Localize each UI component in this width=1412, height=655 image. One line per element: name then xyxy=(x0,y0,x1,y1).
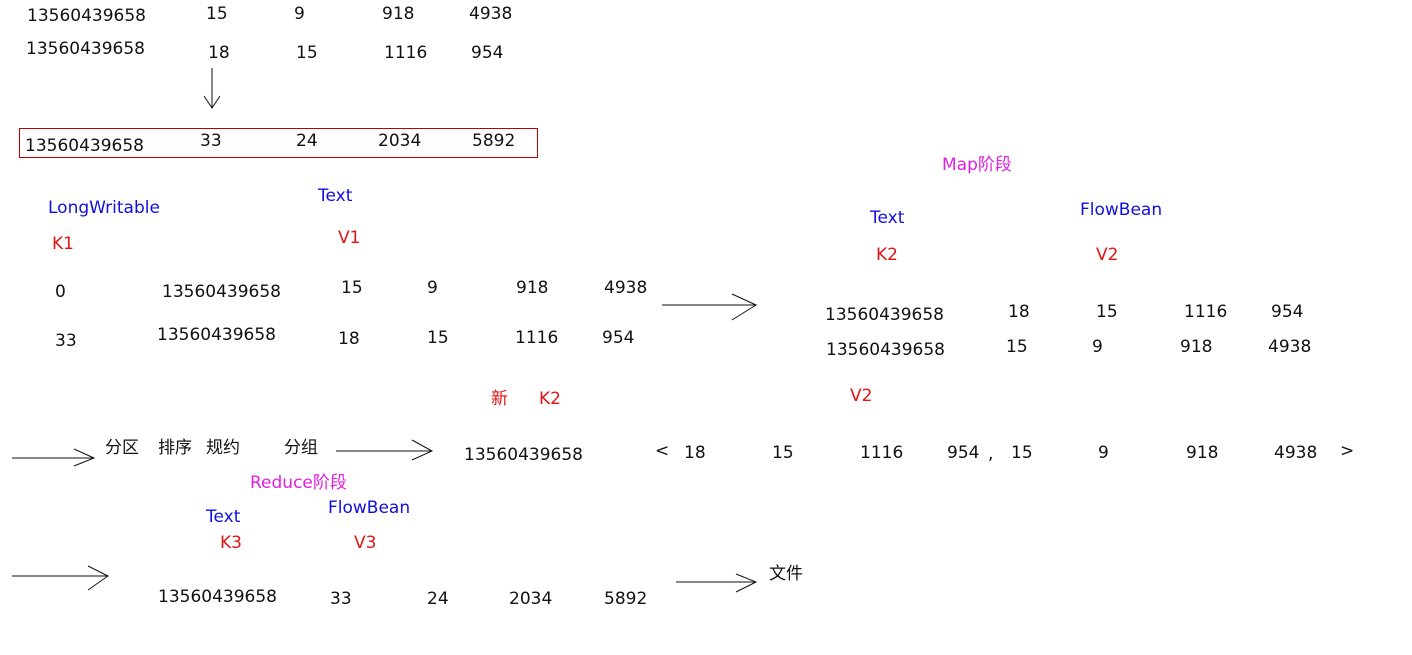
map-in-row2-phone: 13560439658 xyxy=(157,325,276,345)
sum-row-v3: 2034 xyxy=(378,131,422,151)
map-in-key-type: LongWritable xyxy=(48,198,160,218)
map-out-row2-v4: 4938 xyxy=(1268,337,1312,357)
map-in-row2-v1: 18 xyxy=(338,329,360,349)
top-row1-v4: 4938 xyxy=(469,4,513,24)
shuffle-open-bracket: < xyxy=(655,441,670,461)
reduce-row-v4: 5892 xyxy=(604,589,648,609)
shuffle-v2-c: 918 xyxy=(1186,443,1219,463)
shuffle-value-label: V2 xyxy=(850,386,873,406)
shuffle-v2-b: 9 xyxy=(1098,443,1109,463)
map-in-row2-v2: 15 xyxy=(427,328,449,348)
reduce-key-label: K3 xyxy=(220,533,242,553)
top-row2-v2: 15 xyxy=(296,43,318,63)
top-row2-v3: 1116 xyxy=(384,43,428,63)
sum-row-phone: 13560439658 xyxy=(25,136,144,156)
shuffle-step-partition: 分区 xyxy=(105,438,139,458)
reduce-row-v3: 2034 xyxy=(509,589,553,609)
shuffle-new-label: 新 xyxy=(491,389,508,409)
map-in-row1-v4: 4938 xyxy=(604,278,648,298)
reduce-phase-label: Reduce阶段 xyxy=(250,473,347,493)
reduce-output-label: 文件 xyxy=(769,564,803,584)
shuffle-key-label: K2 xyxy=(539,389,561,409)
map-out-value-label: V2 xyxy=(1096,245,1119,265)
shuffle-v1-b: 15 xyxy=(772,443,794,463)
map-in-row2-key: 33 xyxy=(55,331,77,351)
map-in-key-label: K1 xyxy=(52,234,74,254)
shuffle-out-arrow-icon xyxy=(336,439,434,461)
top-row2-v4: 954 xyxy=(471,43,504,63)
map-in-row1-key: 0 xyxy=(55,282,66,302)
map-out-key-type: Text xyxy=(870,208,905,228)
shuffle-v2-a: 15 xyxy=(1011,443,1033,463)
map-in-row1-phone: 13560439658 xyxy=(162,282,281,302)
shuffle-v1-a: 18 xyxy=(684,443,706,463)
shuffle-step-combine: 规约 xyxy=(206,438,240,458)
map-out-key-label: K2 xyxy=(876,245,898,265)
shuffle-comma: , xyxy=(988,444,994,464)
top-row2-v1: 18 xyxy=(208,43,230,63)
map-phase-label: Map阶段 xyxy=(942,155,1012,175)
reduce-in-arrow-icon xyxy=(12,565,109,591)
top-row1-phone: 13560439658 xyxy=(27,6,146,26)
shuffle-close-bracket: > xyxy=(1340,441,1355,461)
reduce-row-v1: 33 xyxy=(330,589,352,609)
sum-highlight-box xyxy=(19,128,538,158)
top-row1-v2: 9 xyxy=(294,4,305,24)
map-in-value-type: Text xyxy=(318,186,353,206)
top-row2-phone: 13560439658 xyxy=(26,39,145,59)
map-in-row1-v2: 9 xyxy=(427,278,438,298)
sum-row-v4: 5892 xyxy=(472,131,516,151)
reduce-row-phone: 13560439658 xyxy=(158,587,277,607)
map-out-row1-v3: 1116 xyxy=(1184,302,1228,322)
shuffle-v1-c: 1116 xyxy=(860,443,904,463)
map-out-row1-v2: 15 xyxy=(1096,302,1118,322)
shuffle-v2-d: 4938 xyxy=(1274,443,1318,463)
map-out-row1-v4: 954 xyxy=(1271,302,1304,322)
map-out-value-type: FlowBean xyxy=(1080,200,1163,220)
map-in-value-label: V1 xyxy=(338,228,361,248)
shuffle-key: 13560439658 xyxy=(464,445,583,465)
top-row1-v3: 918 xyxy=(382,4,415,24)
reduce-key-type: Text xyxy=(206,507,241,527)
shuffle-step-group: 分组 xyxy=(284,438,318,458)
top-row1-v1: 15 xyxy=(206,4,228,24)
sum-row-v2: 24 xyxy=(296,131,318,151)
reduce-value-label: V3 xyxy=(354,533,377,553)
reduce-value-type: FlowBean xyxy=(328,498,411,518)
map-out-row2-v1: 15 xyxy=(1006,337,1028,357)
map-in-row2-v3: 1116 xyxy=(515,328,559,348)
map-in-row2-v4: 954 xyxy=(602,328,635,348)
sum-row-v1: 33 xyxy=(200,131,222,151)
down-arrow-icon xyxy=(203,68,221,109)
map-out-row2-v3: 918 xyxy=(1180,337,1213,357)
map-in-row1-v1: 15 xyxy=(341,278,363,298)
shuffle-in-arrow-icon xyxy=(12,448,96,467)
reduce-row-v2: 24 xyxy=(427,589,449,609)
map-out-row2-v2: 9 xyxy=(1092,337,1103,357)
shuffle-v1-d: 954 xyxy=(947,443,980,463)
map-in-row1-v3: 918 xyxy=(516,278,549,298)
map-out-row2-phone: 13560439658 xyxy=(826,340,945,360)
map-out-row1-phone: 13560439658 xyxy=(825,305,944,325)
map-out-row1-v1: 18 xyxy=(1008,302,1030,322)
output-arrow-icon xyxy=(676,573,758,593)
shuffle-step-sort: 排序 xyxy=(158,438,192,458)
map-arrow-icon xyxy=(662,293,758,321)
